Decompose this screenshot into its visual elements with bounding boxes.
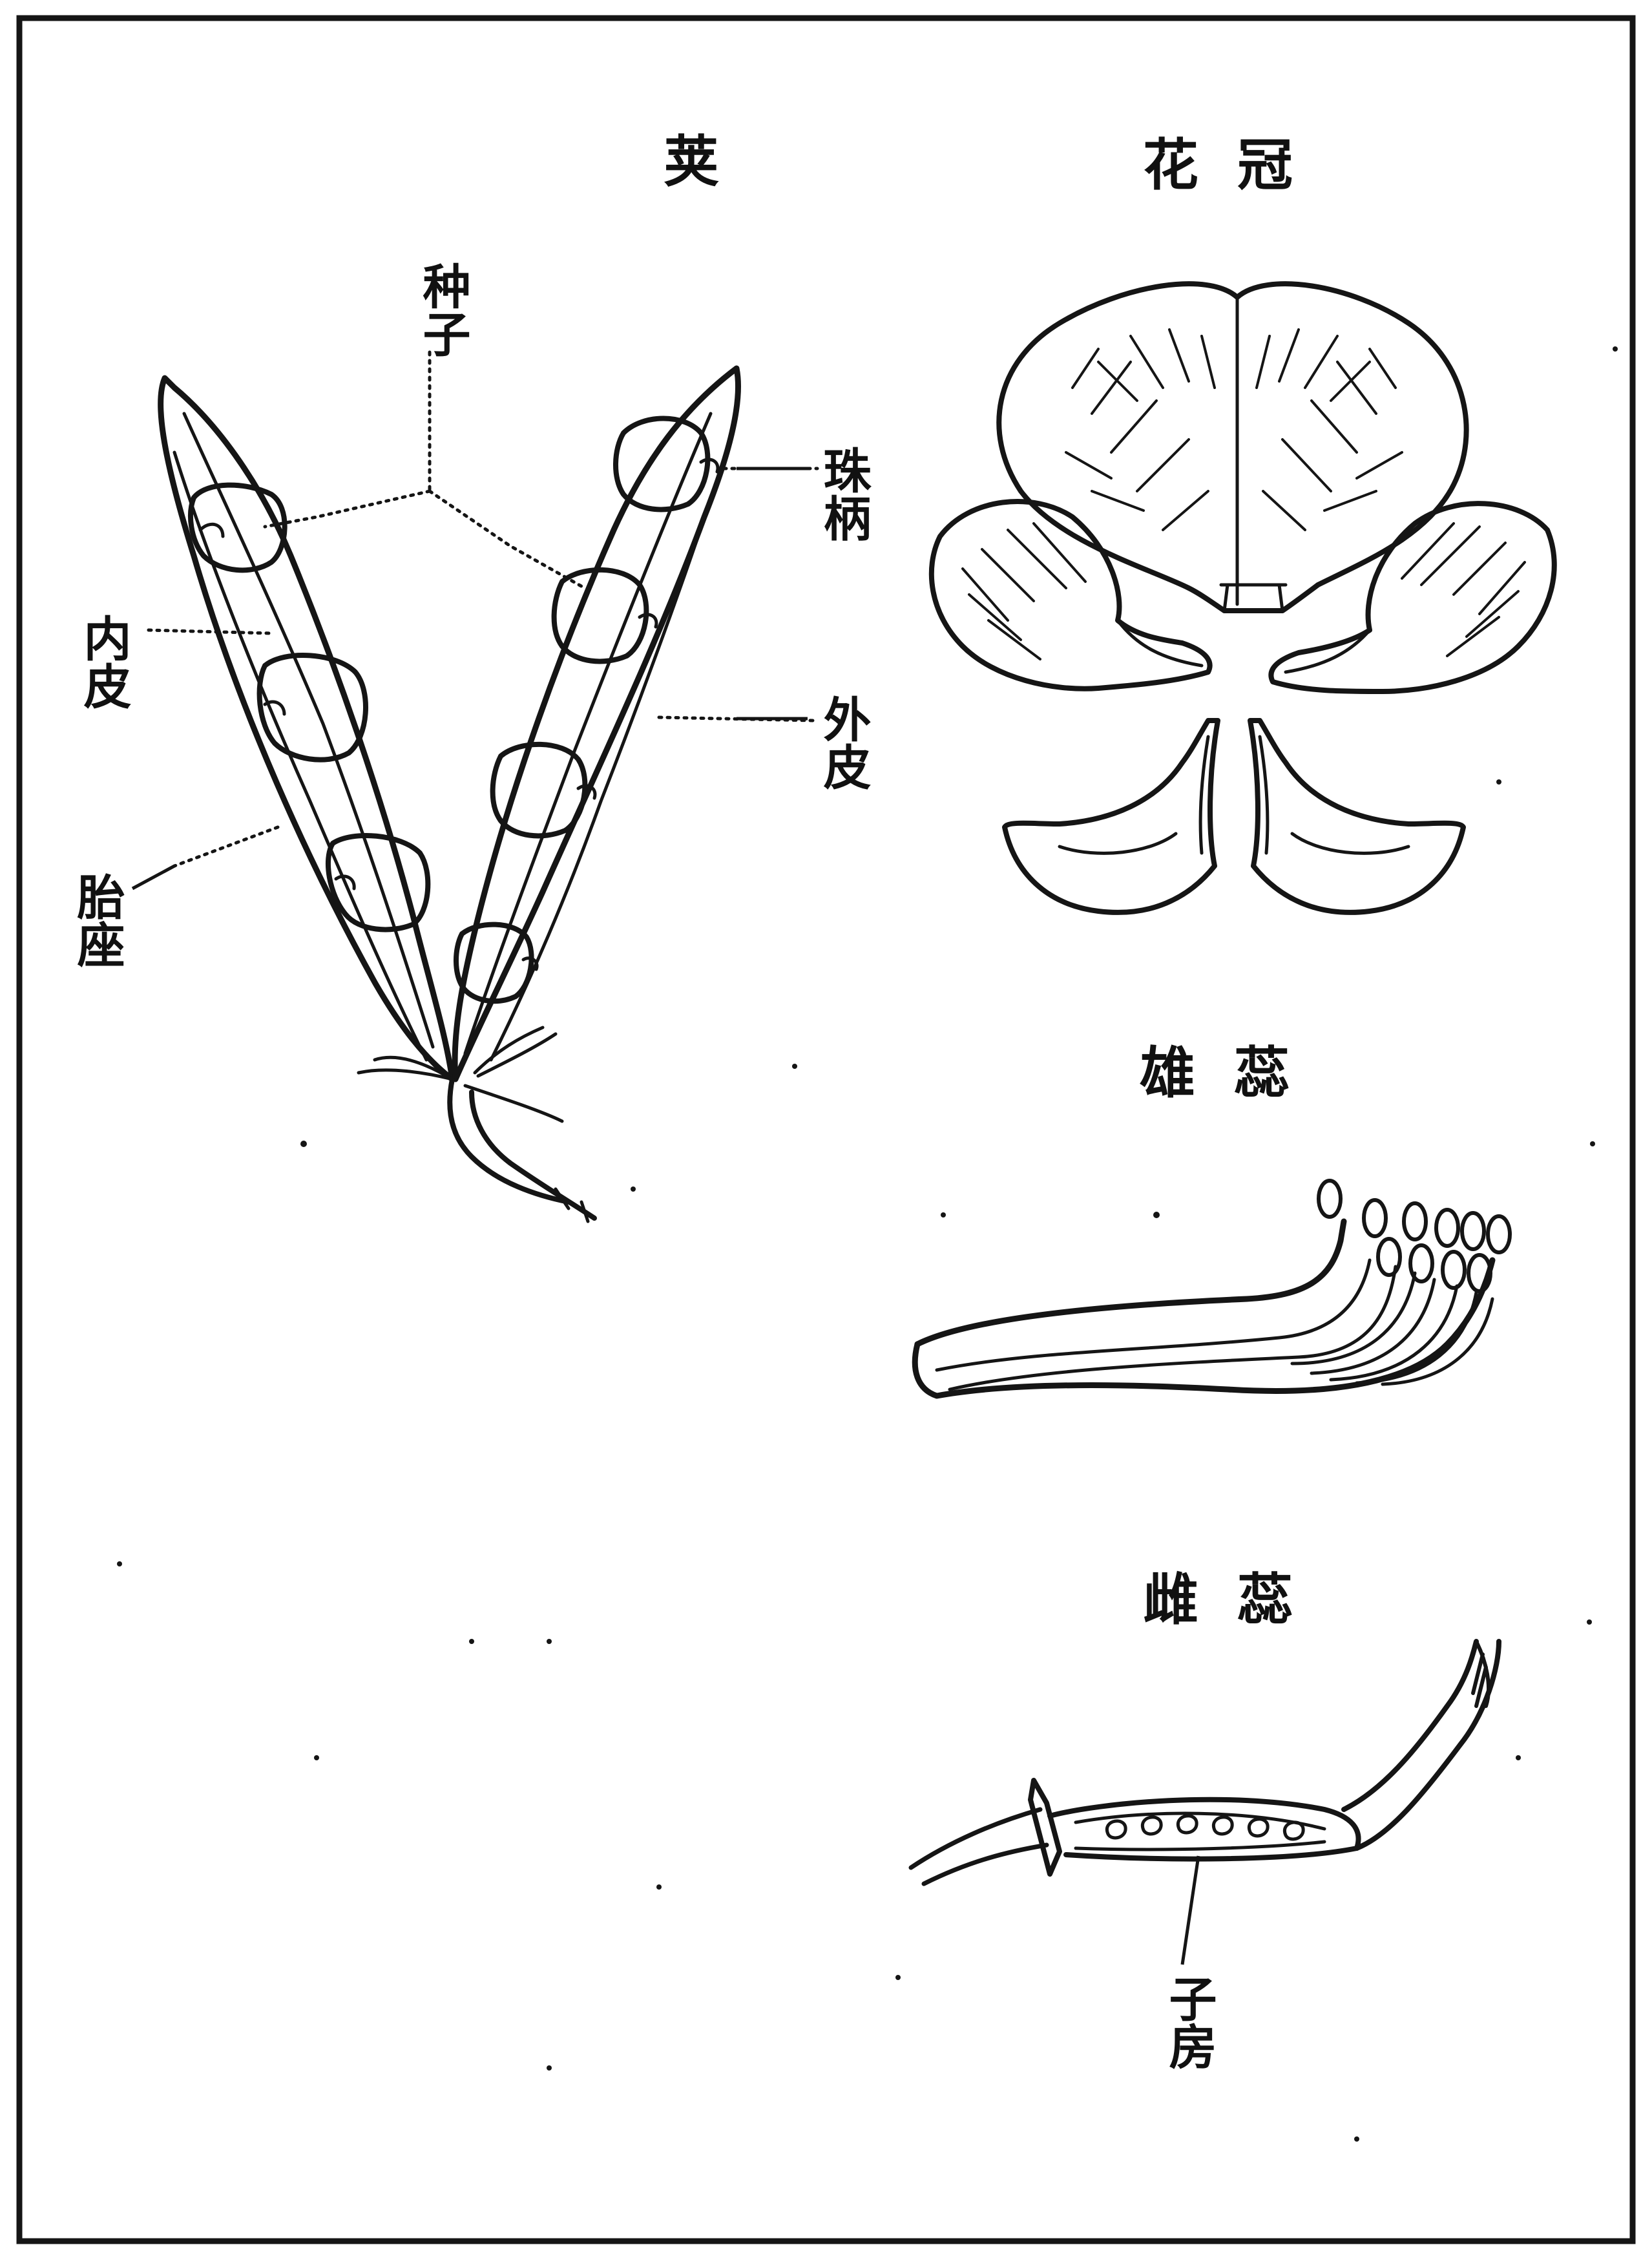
label-ovary: 子房	[1161, 1974, 1217, 2070]
label-endocarp: 内皮	[76, 614, 131, 710]
section-title-pod: 荚	[664, 129, 719, 195]
section-title-pistil: 雌蕊	[1143, 1567, 1332, 1632]
section-title-stamen: 雄蕊	[1140, 1040, 1328, 1106]
label-placenta: 胎座	[69, 872, 125, 968]
label-exocarp: 外皮	[815, 695, 871, 790]
section-title-corolla: 花冠	[1143, 132, 1332, 198]
label-seed: 种子	[415, 262, 470, 357]
label-funicle: 珠柄	[815, 446, 871, 542]
